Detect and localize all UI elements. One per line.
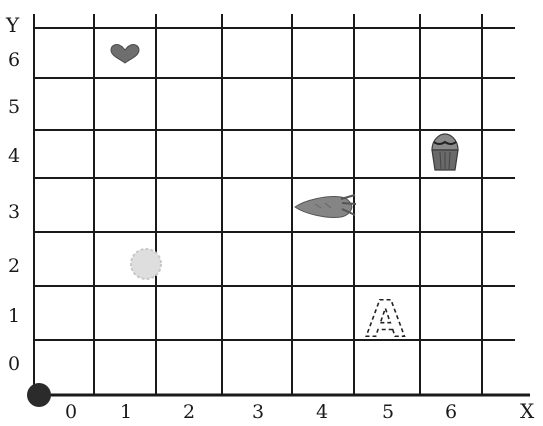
x-tick-label: 1 xyxy=(120,401,132,423)
grid-lines xyxy=(34,14,530,395)
y-tick-label: 4 xyxy=(8,145,20,167)
x-axis-label: X xyxy=(520,399,535,423)
y-tick-label: 1 xyxy=(8,305,20,327)
y-tick-label: 2 xyxy=(8,255,20,277)
snowball-icon xyxy=(131,249,161,279)
y-tick-label: 5 xyxy=(8,96,20,118)
y-tick-label: 0 xyxy=(8,353,20,375)
x-tick-label: 6 xyxy=(445,401,457,423)
y-axis-label: Y xyxy=(5,13,20,37)
letter-a-icon: A xyxy=(366,290,405,348)
x-tick-label: 5 xyxy=(382,401,394,423)
heart-icon xyxy=(111,45,139,63)
y-tick-label: 3 xyxy=(8,201,20,223)
y-tick-labels: 6 5 4 3 2 1 0 xyxy=(8,49,20,375)
carrot-icon xyxy=(295,195,356,217)
x-tick-labels: 0 1 2 3 4 5 6 xyxy=(65,401,457,423)
x-tick-label: 4 xyxy=(316,401,328,423)
x-tick-label: 0 xyxy=(65,401,77,423)
cupcake-icon xyxy=(432,134,458,170)
x-tick-label: 2 xyxy=(183,401,195,423)
x-tick-label: 3 xyxy=(252,401,264,423)
y-tick-label: 6 xyxy=(8,49,20,71)
origin-dot-icon xyxy=(27,383,51,407)
